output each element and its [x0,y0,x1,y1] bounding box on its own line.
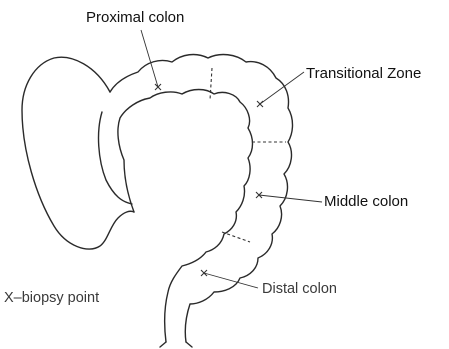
cecum-outline [22,57,134,249]
legend-biopsy-point: X–biopsy point [4,290,99,306]
colon-outer-outline [110,55,293,342]
colon-inner-outline [118,90,253,343]
leader-distal [204,273,258,288]
colon-end-right [186,342,192,347]
leader-middle [259,195,322,202]
leader-transitional [260,72,304,104]
divider-proximal-transitional [210,68,212,100]
label-transitional-zone: Transitional Zone [306,65,421,82]
label-proximal-colon: Proximal colon [86,9,184,26]
label-distal-colon: Distal colon [262,281,337,297]
leader-proximal [141,30,158,87]
label-middle-colon: Middle colon [324,193,408,210]
colon-end-left [160,342,166,347]
